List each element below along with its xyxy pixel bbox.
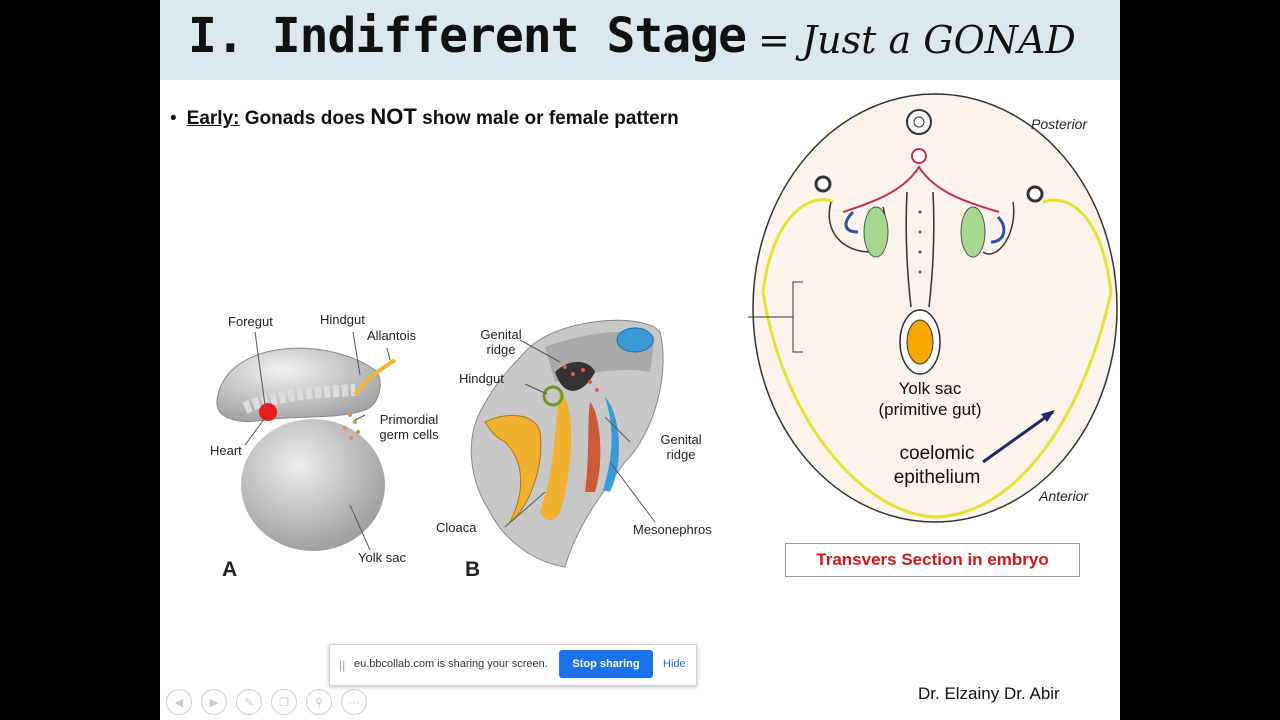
bullet-emphasis: NOT [370,104,417,129]
more-icon[interactable]: ⋯ [341,689,367,715]
slide: I. Indifferent Stage = Just a GONAD • Ear… [160,0,1120,720]
label-mesonephros: Mesonephros [633,522,712,537]
screen-share-bar: || eu.bbcollab.com is sharing your scree… [329,644,697,686]
bullet-point: • Early: Gonads does NOT show male or fem… [170,104,679,130]
embryo-figure-b [470,319,664,568]
label-cloaca: Cloaca [436,520,477,535]
copy-icon[interactable]: ❐ [271,689,297,715]
figure-a-letter: A [222,558,238,581]
label-heart: Heart [210,443,242,458]
hide-link[interactable]: Hide [663,658,686,670]
label-anterior: Anterior [1039,488,1089,504]
label-primordial-germ-cells: Primordial germ cells [379,412,439,442]
embryo-figure-a [216,331,397,551]
pen-icon[interactable]: ✎ [236,689,262,715]
prev-icon[interactable]: ◀ [166,689,192,715]
transverse-section-diagram [748,93,1118,523]
label-yolk-sac-a: Yolk sac [358,550,406,565]
caption-box: Transvers Section in embryo [785,543,1080,577]
slide-subtitle: = Just a GONAD [758,18,1076,62]
label-hindgut-a: Hindgut [320,312,365,327]
coelomic-line2: epithelium [893,467,981,488]
label-genital-ridge-top: Genital ridge [480,327,522,357]
label-hindgut-b: Hindgut [459,371,504,386]
title-bar: I. Indifferent Stage = Just a GONAD [160,0,1120,80]
share-status-text: eu.bbcollab.com is sharing your screen. [354,658,548,670]
authors-text: Dr. Elzainy Dr. Abir [918,684,1060,703]
drag-handle-icon[interactable]: || [339,658,346,672]
label-coelomic-epithelium: coelomic epithelium [877,442,997,490]
slide-title: I. Indifferent Stage [188,8,747,64]
zoom-icon[interactable]: ⚲ [306,689,332,715]
next-icon[interactable]: ▶ [201,689,227,715]
figure-b-letter: B [465,558,481,581]
bullet-dot: • [170,108,177,129]
bullet-text-1: Gonads does [244,108,366,129]
label-foregut: Foregut [228,314,273,329]
yolk-sac-line1: Yolk sac [898,379,962,398]
coelomic-line1: coelomic [899,443,975,464]
stop-sharing-button[interactable]: Stop sharing [559,650,653,678]
label-genital-ridge-right: Genital ridge [660,432,702,462]
label-allantois: Allantois [367,328,417,343]
bullet-label: Early: [186,108,240,129]
label-yolk-sac-diagram: Yolk sac (primitive gut) [865,378,995,420]
yolk-sac-line2: (primitive gut) [878,400,982,419]
bullet-text-2: show male or female pattern [422,108,679,129]
label-posterior: Posterior [1031,116,1088,132]
